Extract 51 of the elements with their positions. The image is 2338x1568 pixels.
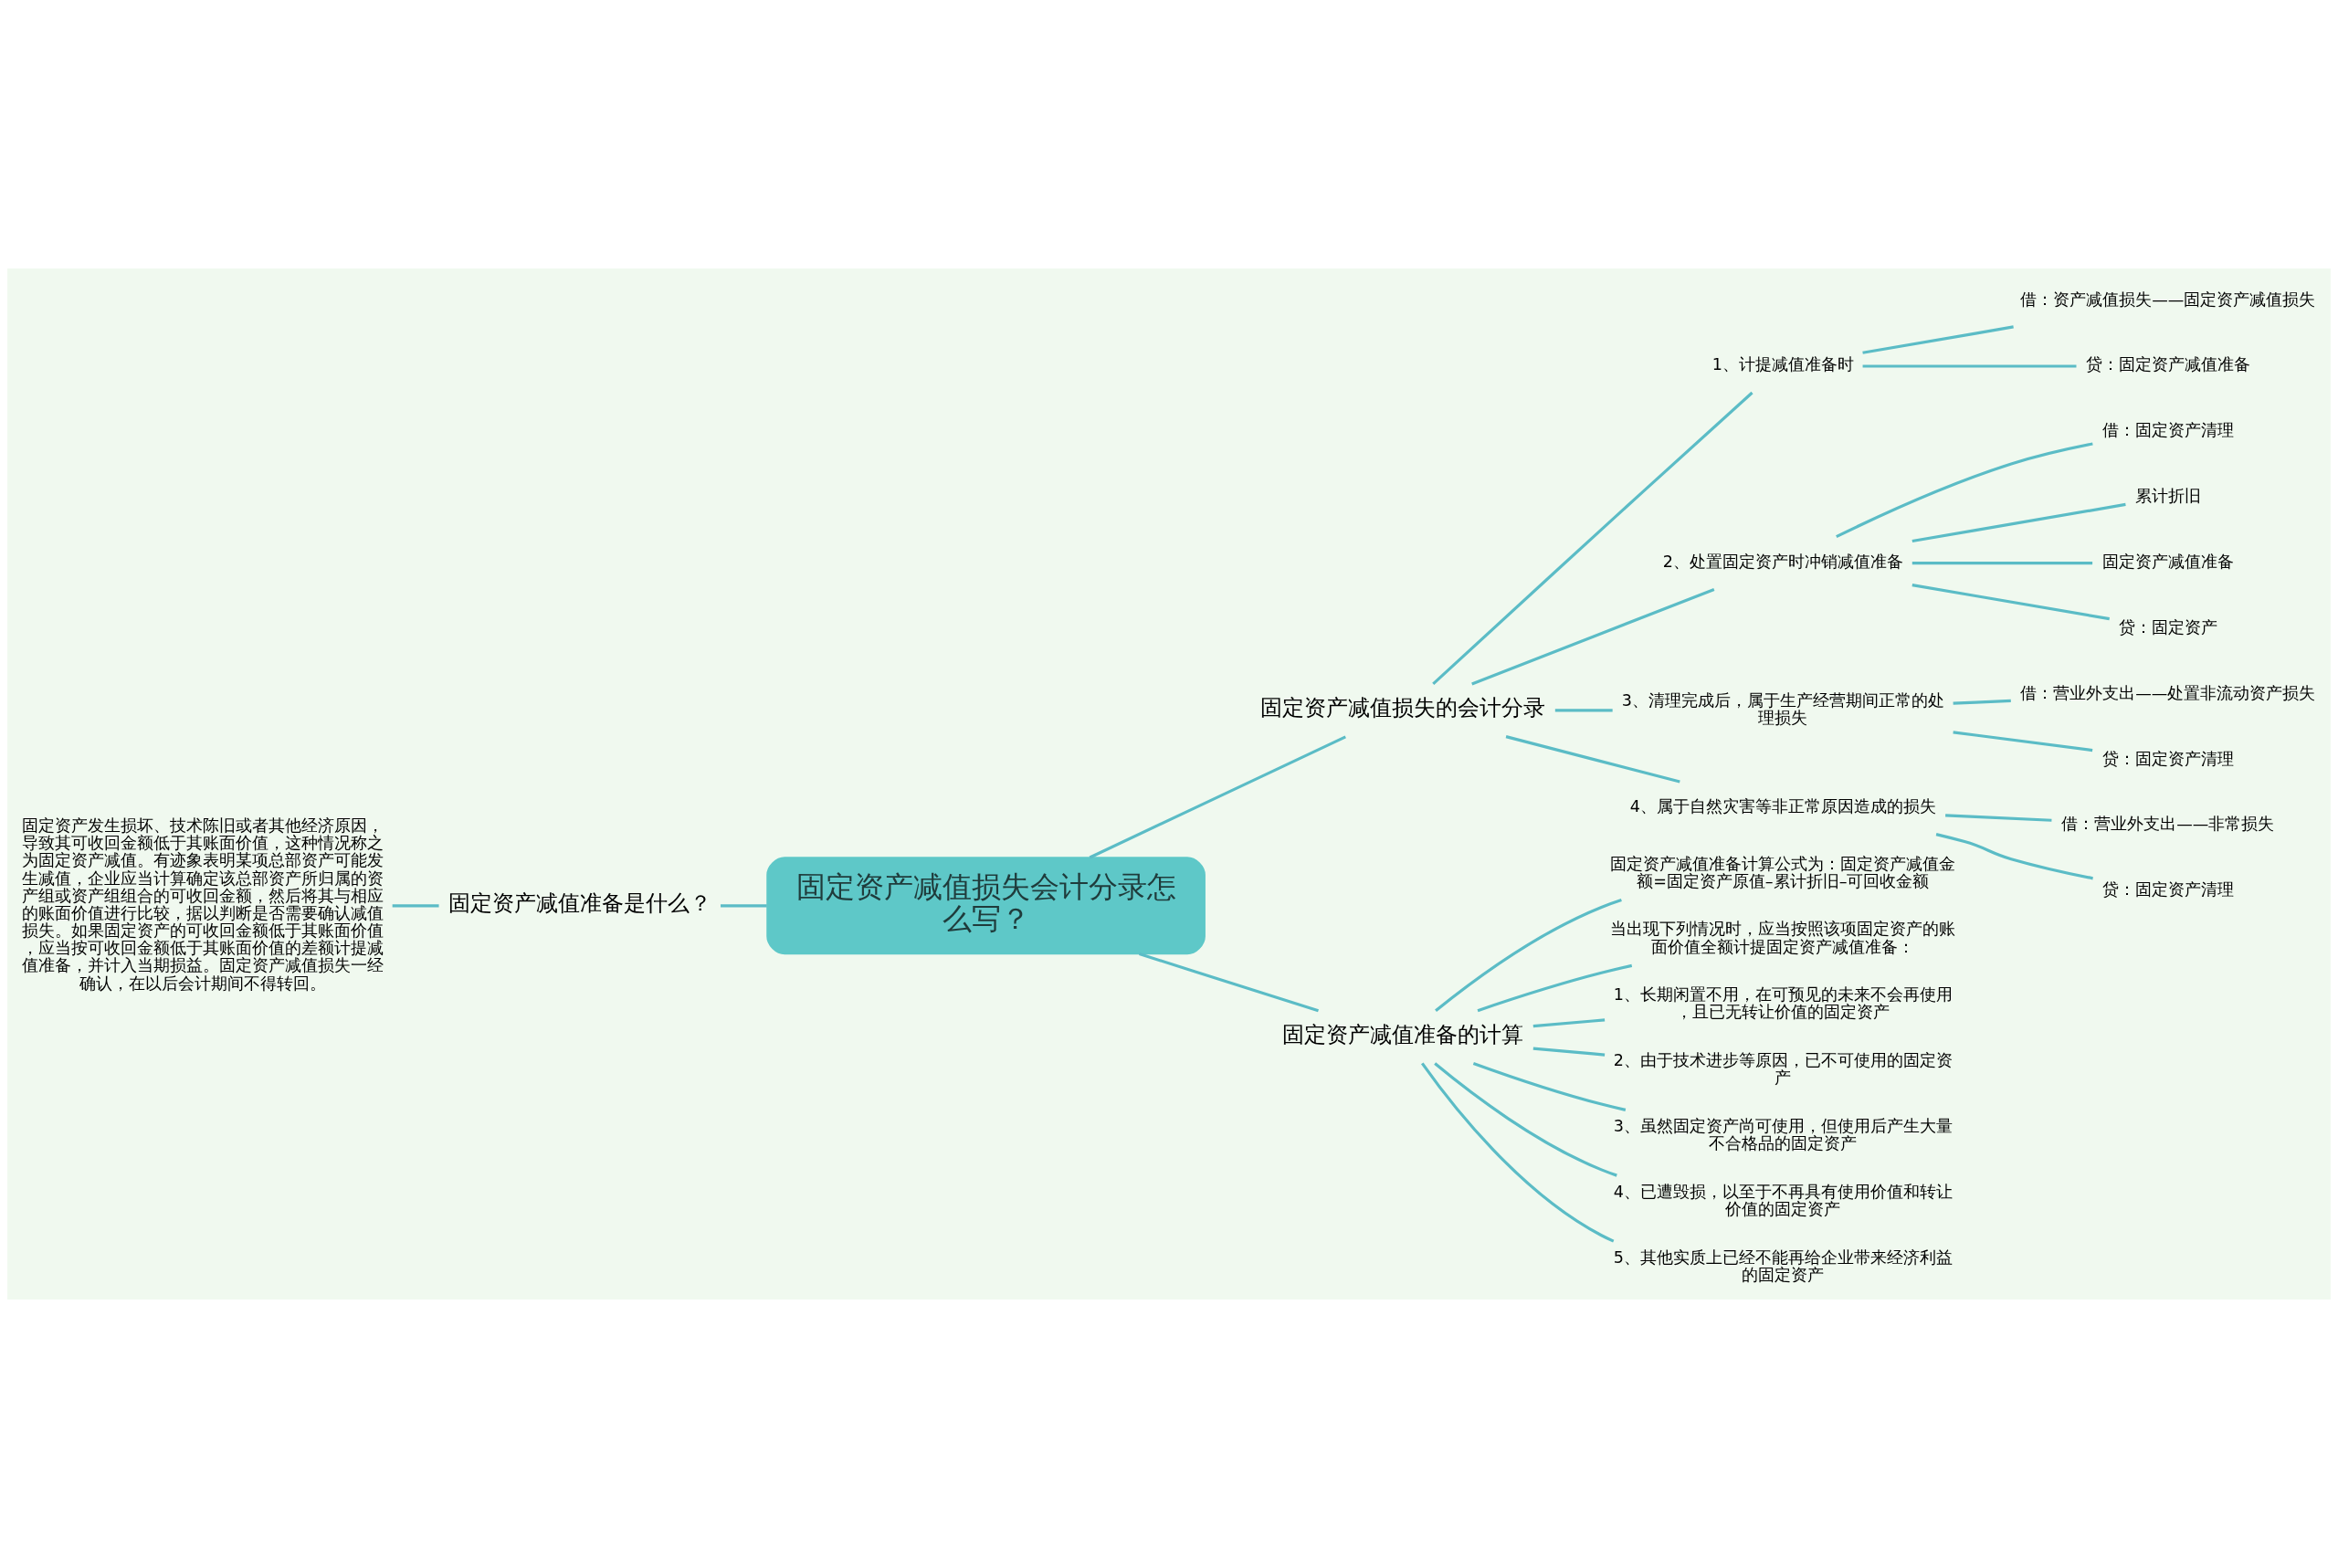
connector (1911, 502, 2126, 543)
connector (1862, 364, 2077, 368)
node-text: 3、清理完成后，属于生产经营期间正常的处理损失 (1621, 690, 1944, 727)
node-text: 累计折旧 (2134, 487, 2201, 506)
connector (1953, 699, 2011, 705)
connector (1953, 731, 2093, 752)
node-text: 借：营业外支出——处置非流动资产损失 (2020, 683, 2316, 702)
connector (1420, 1062, 1615, 1243)
node-text: 1、计提减值准备时 (1711, 355, 1854, 374)
node-text: 贷：固定资产清理 (2101, 749, 2234, 768)
connector (1471, 587, 1715, 686)
connector (721, 904, 767, 908)
node-text: 固定资产发生损坏、技术陈旧或者其他经济原因，导致其可收回金额低于其账面价值，这种情况称之为固定资产减值。有迹象表明某项总部资产可能发生减值，企业应当计算确定该总部资产所归属的资产组或资产组组合的可收回金额，然后将其与相应的账面价值进行比较，据以判断是否需要确认减值损失。如果固定资产的可收回金额低于其账面价值，应当按可收回金额低于其账面价值的差额计提减值准备，并计入当期损益。固定资产减值损失一经确认，在以后会计期间不得转回。 (22, 816, 384, 993)
connector (1434, 1062, 1617, 1177)
connector (1862, 325, 2014, 354)
node-text: 2、由于技术进步等原因，已不可使用的固定资产 (1613, 1051, 1953, 1088)
node-text: 固定资产减值准备是什么？ (448, 890, 711, 917)
node-text: 当出现下列情况时，应当按照该项固定资产的账面价值全额计提固定资产减值准备： (1610, 920, 1956, 956)
connector (1836, 442, 2093, 539)
node-text: 贷：固定资产减值准备 (2085, 355, 2250, 374)
connector (1477, 963, 1633, 1013)
connector (1532, 1018, 1606, 1028)
node-text: 1、长期闲置不用，在可预见的未来不会再使用，且已无转让价值的固定资产 (1613, 985, 1953, 1022)
connector (1505, 735, 1680, 784)
node-text: 2、处置固定资产时冲销减值准备 (1662, 552, 1903, 572)
connector (1935, 833, 2093, 880)
node-text: 借：固定资产清理 (2101, 421, 2234, 440)
connector (392, 904, 439, 908)
node-text: 借：资产减值损失——固定资产减值损失 (2020, 289, 2316, 309)
connector (1532, 1047, 1606, 1057)
connector (1432, 391, 1754, 686)
connector (1472, 1061, 1627, 1111)
connector (1911, 561, 2093, 565)
connector (1139, 952, 1319, 1013)
node-text: 固定资产减值准备计算公式为：固定资产减值金额=固定资产原值–累计折旧–可回收金额 (1610, 854, 1956, 890)
node-text: 固定资产减值准备的计算 (1282, 1022, 1524, 1048)
node-text: 固定资产减值损失的会计分录 (1260, 695, 1546, 721)
connector (1435, 898, 1622, 1012)
connector (1089, 735, 1346, 859)
node-text: 固定资产减值准备 (2101, 552, 2234, 572)
connector (1554, 709, 1613, 712)
node-text: 4、已遭毁损，以至于不再具有使用价值和转让价值的固定资产 (1613, 1182, 1953, 1219)
node-text: 5、其他实质上已经不能再给企业带来经济利益的固定资产 (1613, 1247, 1953, 1284)
connector (1911, 584, 2110, 621)
node-text: 借：营业外支出——非常损失 (2061, 815, 2275, 834)
node-text: 贷：固定资产 (2118, 617, 2217, 637)
connector (1945, 814, 2052, 822)
node-text: 贷：固定资产清理 (2101, 880, 2234, 900)
node-text: 3、虽然固定资产尚可使用，但使用后产生大量不合格品的固定资产 (1613, 1117, 1953, 1153)
node-text: 4、属于自然灾害等非正常原因造成的损失 (1629, 797, 1936, 816)
node-box: 固定资产减值损失会计分录怎么写？ (766, 857, 1206, 955)
